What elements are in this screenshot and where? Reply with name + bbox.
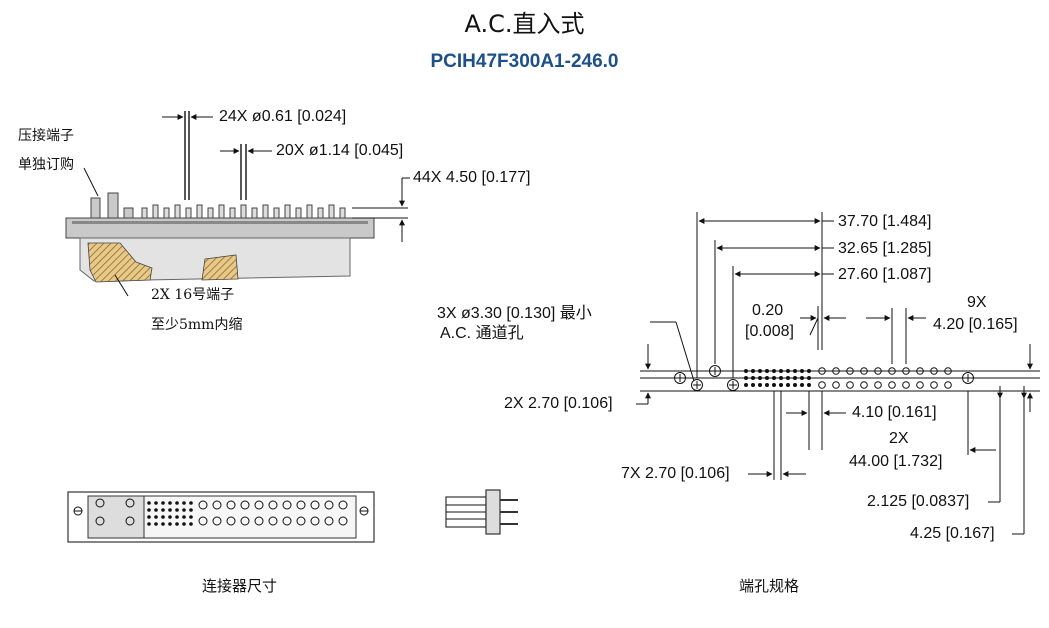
- dim-4-25: 4.25 [0.167]: [910, 525, 995, 542]
- note-recess-line1: 2X 16号端子: [151, 287, 235, 303]
- dim-width-37: 37.70 [1.484]: [838, 213, 932, 230]
- dim-7x-2-70: 7X 2.70 [0.106]: [621, 465, 730, 482]
- note-crimp-line2: 单独订购: [18, 157, 74, 173]
- connector-front-view: [67, 491, 375, 543]
- dim-4-10: 4.10 [0.161]: [852, 404, 937, 421]
- dim-row-offset: 2X 2.70 [0.106]: [504, 395, 613, 412]
- dim-44-00: 44.00 [1.732]: [849, 453, 943, 470]
- caption-footprint: 端孔规格: [739, 577, 800, 595]
- note-recess-line2: 至少5mm内缩: [151, 317, 243, 333]
- note-ac-holes-line2: A.C. 通道孔: [440, 325, 524, 342]
- part-number: PCIH47F300A1-246.0: [430, 51, 619, 72]
- dim-2-125: 2.125 [0.0837]: [867, 493, 970, 510]
- dim-width-32: 32.65 [1.285]: [838, 240, 932, 257]
- page-title: A.C.直入式: [464, 10, 585, 38]
- dim-gap-mm: 0.20: [752, 302, 784, 319]
- dim-pin-small: 24X ø0.61 [0.024]: [219, 108, 347, 125]
- note-crimp-line1: 压接端子: [18, 128, 74, 144]
- note-ac-holes-line1: 3X ø3.30 [0.130] 最小: [437, 305, 592, 322]
- connector-end-view: [445, 489, 518, 535]
- dim-pitch: 4.20 [0.165]: [933, 316, 1018, 333]
- dim-width-27: 27.60 [1.087]: [838, 266, 932, 283]
- connector-side-view: [65, 111, 410, 297]
- footprint-view: [636, 212, 1040, 535]
- dim-count-2x: 2X: [889, 430, 909, 447]
- caption-connector: 连接器尺寸: [202, 577, 278, 595]
- dim-pitch-count: 9X: [967, 294, 987, 311]
- dim-pin-large: 20X ø1.14 [0.045]: [276, 142, 404, 159]
- dim-pin-length: 44X 4.50 [0.177]: [413, 169, 531, 186]
- dim-gap-in: [0.008]: [745, 323, 794, 340]
